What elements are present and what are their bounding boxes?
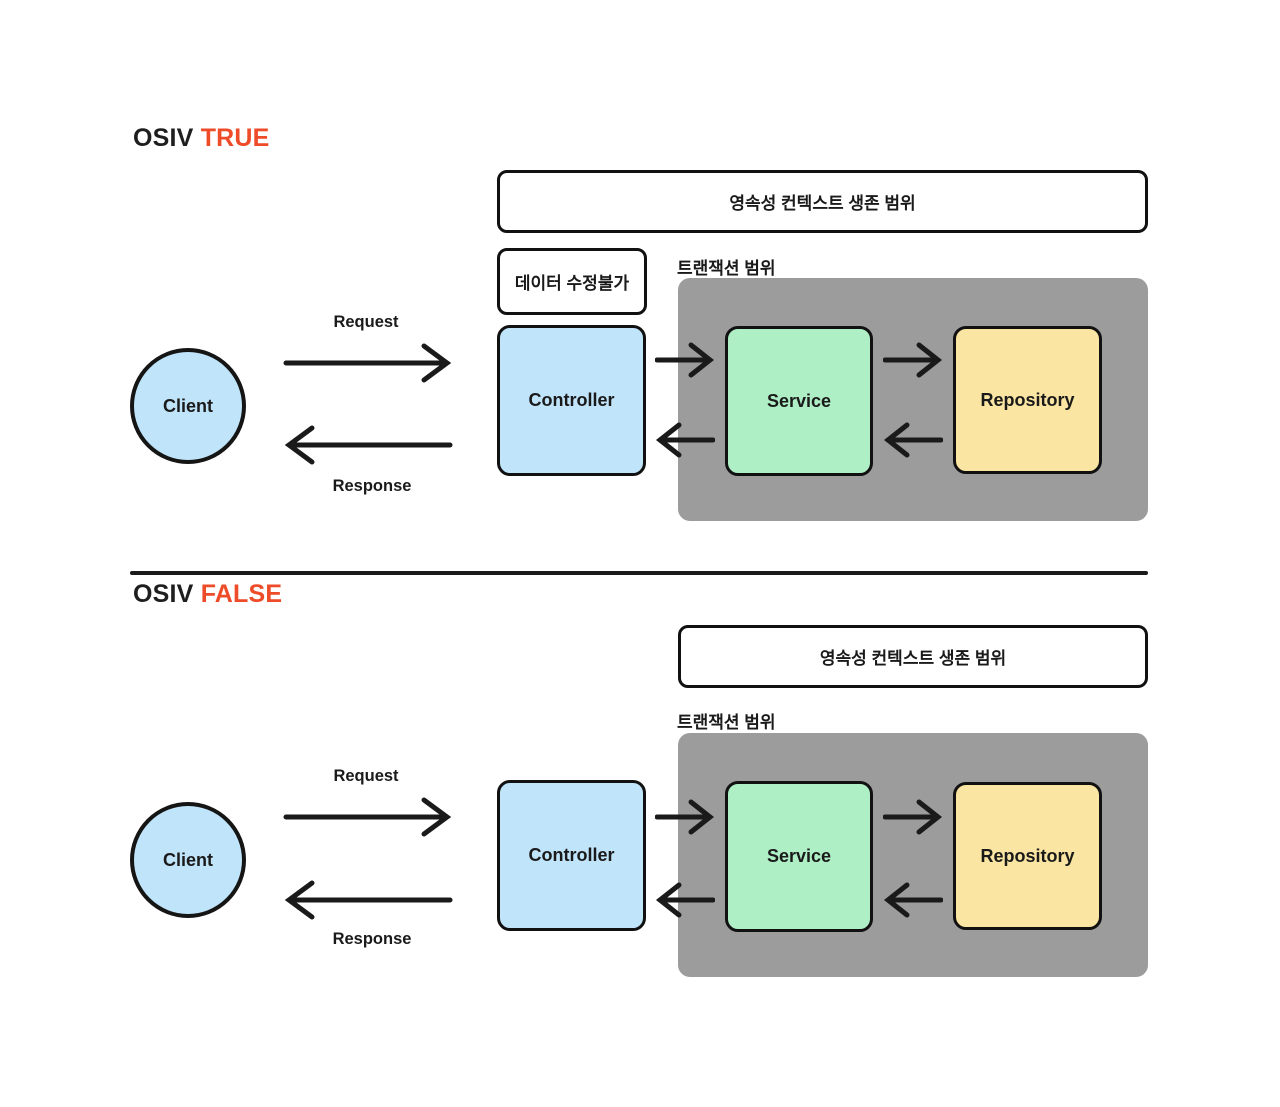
osiv-false-title-value: FALSE	[200, 580, 283, 608]
client-label-true: Client	[162, 395, 213, 416]
request-arrow-true	[283, 343, 452, 383]
repository-to-service-arrow-false	[883, 882, 943, 918]
client-node-true: Client	[130, 348, 246, 464]
section-divider	[130, 571, 1148, 575]
osiv-true-title-value: TRUE	[200, 124, 270, 152]
persistence-scope-box-false: 영속성 컨텍스트 생존 범위	[678, 625, 1148, 688]
repository-to-service-arrow-true	[883, 422, 943, 458]
request-label-false: Request	[333, 767, 399, 785]
repository-label-true: Repository	[980, 389, 1075, 410]
osiv-false-title-prefix: OSIV	[133, 580, 194, 608]
osiv-true-title: OSIV TRUE	[133, 124, 270, 153]
no-modify-label: 데이터 수정불가	[514, 274, 630, 293]
persistence-scope-label-true: 영속성 컨텍스트 생존 범위	[729, 194, 916, 213]
repository-node-true: Repository	[953, 326, 1102, 474]
transaction-scope-label-true: 트랜잭션 범위	[677, 259, 776, 278]
service-node-true: Service	[725, 326, 873, 476]
response-arrow-true	[284, 425, 453, 465]
request-arrow-false	[283, 797, 452, 837]
response-label-false: Response	[332, 930, 412, 948]
service-to-repository-arrow-true	[883, 342, 943, 378]
osiv-true-title-prefix: OSIV	[133, 124, 194, 152]
repository-node-false: Repository	[953, 782, 1102, 930]
response-arrow-false	[284, 880, 453, 920]
service-node-false: Service	[725, 781, 873, 932]
controller-node-true: Controller	[497, 325, 646, 476]
persistence-scope-box-true: 영속성 컨텍스트 생존 범위	[497, 170, 1148, 233]
service-label-true: Service	[766, 390, 832, 411]
client-label-false: Client	[162, 849, 213, 870]
repository-label-false: Repository	[980, 845, 1075, 866]
osiv-false-title: OSIV FALSE	[133, 580, 282, 609]
persistence-scope-label-false: 영속성 컨텍스트 생존 범위	[819, 649, 1007, 668]
controller-node-false: Controller	[497, 780, 646, 931]
no-modify-box: 데이터 수정불가	[497, 248, 647, 315]
request-label-true: Request	[333, 313, 399, 331]
service-to-controller-arrow-false	[655, 882, 715, 918]
controller-to-service-arrow-false	[655, 799, 715, 835]
client-node-false: Client	[130, 802, 246, 918]
service-label-false: Service	[766, 846, 832, 866]
controller-label-true: Controller	[528, 390, 615, 410]
service-to-controller-arrow-true	[655, 422, 715, 458]
controller-to-service-arrow-true	[655, 342, 715, 378]
controller-label-false: Controller	[528, 845, 615, 865]
service-to-repository-arrow-false	[883, 799, 943, 835]
transaction-scope-label-false: 트랜잭션 범위	[677, 713, 776, 732]
response-label-true: Response	[332, 477, 412, 495]
